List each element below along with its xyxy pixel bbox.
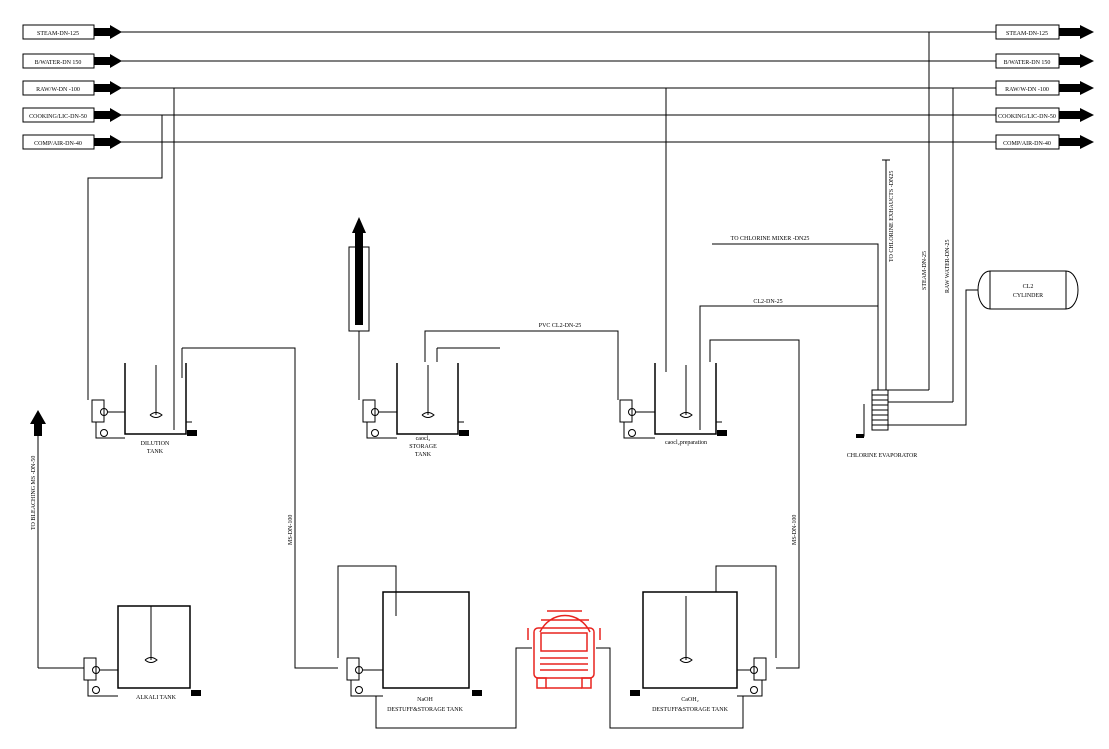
flow-arrow-icon <box>30 410 46 436</box>
cylinder-label-2: CYLINDER <box>1013 293 1043 299</box>
caocl2-preparation-tank: caocl₂preparation CL2-DN-25 <box>619 299 878 669</box>
flow-arrow-icon <box>94 81 122 95</box>
prep-label: caocl₂preparation <box>665 440 707 446</box>
steam-vertical-label: STEAM-DN-25 <box>922 251 928 290</box>
agitator-icon <box>144 657 158 663</box>
pump-icon <box>362 399 397 439</box>
drain-valve-icon <box>187 430 197 436</box>
pump-icon <box>346 657 383 697</box>
naoh-label-2: DESTUFF&STORAGE TANK <box>387 707 463 713</box>
caoh-tank: MS-DN-100 CaOH₂ DESTUFF&STORAGE TANK <box>596 515 798 729</box>
to-mixer-label: TO CHLORINE MIXER -DN25 <box>731 236 810 242</box>
cooking-label-right: COOKING/LIC-DN-50 <box>998 114 1056 120</box>
raw-water-vertical-label: RAW WATER-DN-25 <box>945 240 951 293</box>
storage-label-1: caocl₂ <box>416 436 431 442</box>
drain-valve-icon <box>459 430 469 436</box>
evaporator-label: CHLORINE EVAPORATOR <box>847 453 918 459</box>
pump-icon <box>83 657 118 697</box>
drain-valve-icon <box>630 690 640 696</box>
flow-arrow-icon <box>1059 135 1094 149</box>
drain-valve-icon <box>717 430 727 436</box>
cl2-line-label: CL2-DN-25 <box>753 299 782 305</box>
storage-label-2: STORAGE <box>409 444 437 450</box>
agitator-icon <box>679 657 693 663</box>
flow-arrow-icon <box>94 25 122 39</box>
raww-label-right: RAW/W-DN -100 <box>1005 87 1049 93</box>
bwater-label-left: B/WATER-DN 150 <box>35 60 82 66</box>
flow-arrow-icon <box>94 54 122 68</box>
agitator-icon <box>679 412 693 418</box>
flow-arrow-icon <box>94 135 122 149</box>
tanker-truck-icon <box>527 610 601 689</box>
agitator-icon <box>421 412 435 418</box>
pump-icon <box>91 399 125 439</box>
flow-arrow-icon <box>94 108 122 122</box>
bwater-label-right: B/WATER-DN 150 <box>1004 60 1051 66</box>
dilution-label-1: DILUTION <box>141 441 170 447</box>
header-drop-lines <box>87 32 954 403</box>
alkali-tank: TO BLEACHING MS -DN-50 ALKALI TANK <box>30 410 201 701</box>
pump-icon <box>619 399 655 439</box>
chlorine-evaporator-area: TO CHLORINE MIXER -DN25 TO CHLORINE EXHA… <box>712 159 1079 459</box>
drain-valve-icon <box>856 434 864 438</box>
steam-label-left: STEAM-DN-125 <box>37 31 79 37</box>
caoh-label-1: CaOH₂ <box>681 697 698 703</box>
flow-arrow-icon <box>1059 81 1094 95</box>
alkali-label: ALKALI TANK <box>136 695 177 701</box>
dilution-tank: DILUTION TANK <box>91 347 338 669</box>
utility-header-lines: STEAM-DN-125 STEAM-DN-125 B/WATER-DN 150… <box>22 24 1094 150</box>
raww-label-left: RAW/W-DN -100 <box>36 87 80 93</box>
steam-label-right: STEAM-DN-125 <box>1006 31 1048 37</box>
pump-icon <box>737 657 767 697</box>
drain-valve-icon <box>191 690 201 696</box>
drain-valve-icon <box>472 690 482 696</box>
compair-label-right: COMP/AIR-DN-40 <box>1003 141 1051 147</box>
naoh-tank: MS-DN-100 NaOH DESTUFF&STORAGE TANK <box>288 515 532 729</box>
caocl2-storage-tank: caocl₂ STORAGE TANK PVC CL2-DN-25 <box>348 217 619 458</box>
flow-arrow-icon <box>1059 108 1094 122</box>
to-exhaust-label: TO CHLORINE EXHAUCTS -DN25 <box>889 171 895 262</box>
ms-right-label: MS-DN-100 <box>792 515 798 545</box>
naoh-label-1: NaOH <box>417 697 433 703</box>
storage-label-3: TANK <box>415 452 432 458</box>
compair-label-left: COMP/AIR-DN-40 <box>34 141 82 147</box>
caoh-label-2: DESTUFF&STORAGE TANK <box>652 707 728 713</box>
pvc-line-label: PVC CL2-DN-25 <box>539 323 582 329</box>
to-bleaching-label: TO BLEACHING MS -DN-50 <box>31 456 37 530</box>
dilution-label-2: TANK <box>147 449 164 455</box>
vent-arrow-icon <box>352 217 366 253</box>
cylinder-label-1: CL2 <box>1023 284 1034 290</box>
cooking-label-left: COOKING/LIC-DN-50 <box>29 114 87 120</box>
ms-left-label: MS-DN-100 <box>288 515 294 545</box>
cl2-cylinder: CL2 CYLINDER <box>977 270 1079 310</box>
flow-arrow-icon <box>1059 54 1094 68</box>
flow-arrow-icon <box>1059 25 1094 39</box>
agitator-icon <box>149 412 163 418</box>
